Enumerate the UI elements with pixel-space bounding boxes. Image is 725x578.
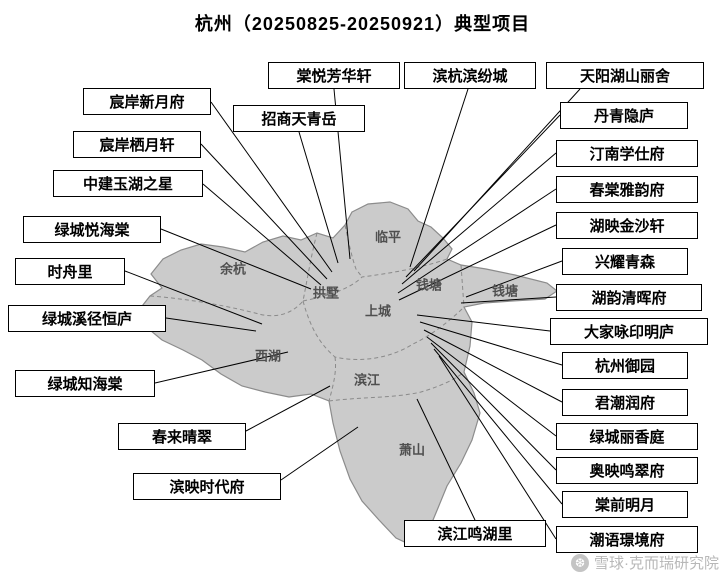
xueqiu-logo-icon: ❆ [571, 553, 589, 572]
project-label: 杭州御园 [562, 352, 688, 379]
project-label: 招商天青岳 [233, 105, 365, 132]
district-label: 萧山 [398, 442, 426, 458]
project-label: 绿城溪径恒庐 [8, 305, 166, 332]
project-label: 奥映鸣翠府 [556, 457, 698, 484]
district-label: 拱墅 [312, 285, 340, 301]
project-label: 丹青隐庐 [560, 102, 688, 129]
leader-line [397, 188, 557, 294]
leader-line [409, 88, 469, 268]
leader-line [416, 398, 476, 521]
page-title: 杭州（20250825-20250921）典型项目 [194, 14, 531, 34]
project-label: 春来晴翠 [118, 423, 246, 450]
leader-line [413, 88, 581, 272]
leader-line [419, 321, 563, 366]
project-label: 宸岸新月府 [83, 88, 211, 115]
leader-line [154, 351, 289, 384]
project-label: 汀南学仕府 [556, 140, 698, 167]
leader-line [405, 114, 561, 278]
leader-line [416, 314, 551, 332]
district-label: 钱塘 [415, 277, 443, 293]
district-label: 临平 [374, 229, 402, 245]
watermark-text: 雪球·克而瑞研究院 [594, 555, 719, 572]
leader-line [430, 342, 557, 471]
project-label: 兴耀青森 [562, 248, 688, 275]
project-label: 湖韵清晖府 [556, 284, 702, 311]
project-label: 湖映金沙轩 [556, 212, 698, 239]
leader-line [433, 348, 563, 505]
project-label: 中建玉湖之星 [53, 170, 203, 197]
project-label: 棠悦芳华轩 [268, 62, 400, 89]
project-label: 天阳湖山丽舍 [546, 62, 704, 89]
project-label: 宸岸栖月轩 [73, 131, 201, 158]
map-outline [138, 201, 559, 547]
district-label: 钱塘 [491, 283, 519, 299]
project-label: 棠前明月 [562, 491, 688, 518]
leader-lines [124, 88, 581, 540]
district-label: 滨江 [353, 372, 381, 388]
watermark: ❆ 雪球·克而瑞研究院 [571, 552, 719, 573]
leader-line [200, 143, 328, 280]
leader-line [401, 152, 557, 285]
project-label: 绿城悦海棠 [23, 216, 161, 243]
leader-line [460, 296, 557, 304]
project-label: 时舟里 [15, 258, 125, 285]
project-label: 春棠雅韵府 [556, 176, 698, 203]
project-label: 潮语璟境府 [556, 526, 698, 553]
leader-line [438, 355, 557, 540]
district-label: 西湖 [254, 348, 282, 364]
leader-line [245, 385, 331, 432]
project-label: 大家咏印明庐 [550, 318, 708, 345]
project-label: 滨江鸣湖里 [404, 520, 546, 547]
project-label: 绿城知海棠 [15, 370, 155, 397]
leader-line [124, 270, 263, 325]
leader-line [298, 131, 339, 264]
leader-line [280, 426, 359, 481]
leader-line [160, 228, 312, 290]
leader-line [465, 260, 563, 298]
project-label: 滨杭滨纷城 [404, 62, 536, 89]
district-label: 上城 [364, 303, 392, 319]
district-label: 余杭 [219, 261, 247, 277]
project-label: 滨映时代府 [133, 473, 281, 500]
leader-line [423, 329, 563, 403]
leader-line [210, 101, 333, 273]
project-label: 君潮润府 [562, 389, 688, 416]
project-label: 绿城丽香庭 [556, 423, 698, 450]
leader-line [165, 317, 257, 332]
leader-line [398, 224, 557, 301]
leader-line [202, 183, 322, 286]
leader-line [426, 336, 557, 437]
